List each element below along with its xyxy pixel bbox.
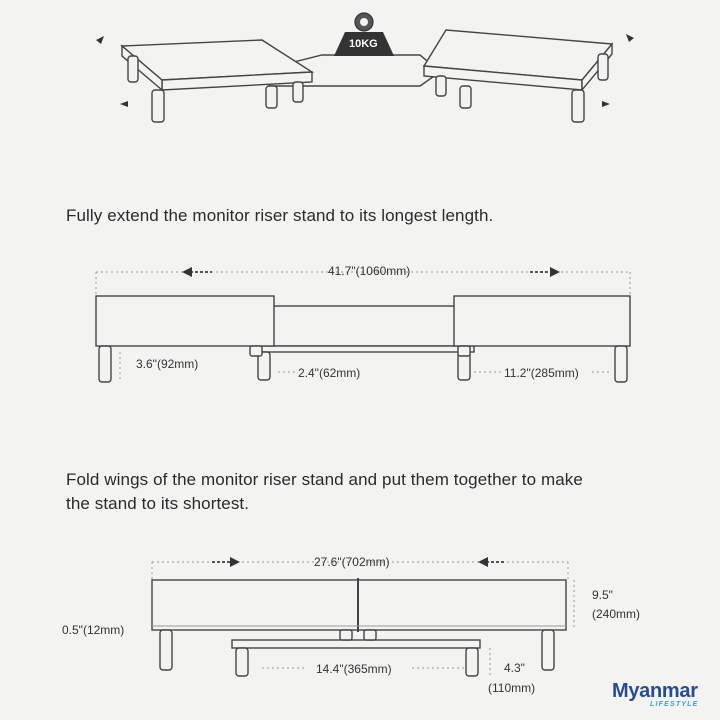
folded-leg-3 — [465, 647, 479, 677]
right-wing-leg-b — [457, 345, 471, 357]
brand-logo: Myanmar LIFESTYLE — [612, 680, 712, 716]
center-leg-left — [265, 85, 278, 109]
folded-leg-2 — [235, 647, 249, 677]
folded-base — [231, 639, 481, 649]
weight-label: 10KG — [349, 38, 378, 50]
extended-total-length: 41.7"(1060mm) — [328, 264, 411, 278]
middle-height: 2.4"(62mm) — [298, 366, 361, 380]
weight-icon — [334, 12, 394, 56]
arrow-bottom-left — [120, 101, 128, 107]
middle-leg-left — [257, 351, 271, 381]
folded-leg-height-in: 4.3" — [504, 661, 525, 675]
folded-leg-1 — [159, 629, 173, 671]
extended-stand-figure — [95, 267, 631, 383]
folded-left-wing — [151, 579, 359, 631]
left-wing-leg-a — [98, 345, 112, 383]
folded-right-wing — [357, 579, 567, 631]
right-wing-leg-3 — [597, 53, 609, 81]
left-wing-leg-b — [249, 345, 263, 357]
folded-leg-4 — [541, 629, 555, 671]
right-wing-leg-a — [614, 345, 628, 383]
logo-sub-text: LIFESTYLE — [650, 701, 699, 708]
folded-leg-height-mm: (110mm) — [488, 681, 536, 695]
extended-height: 3.6"(92mm) — [136, 357, 199, 371]
logo-main-text: Myanmar — [612, 680, 698, 702]
step1-caption: Fully extend the monitor riser stand to … — [66, 206, 494, 225]
folded-depth-mm: (240mm) — [592, 607, 641, 621]
arrow-right-icon — [530, 267, 560, 277]
arrow-top-left — [96, 36, 104, 44]
wing-width: 11.2"(285mm) — [504, 366, 579, 380]
arrow-left-icon — [182, 267, 212, 277]
center-leg-right — [459, 85, 472, 109]
left-wing — [95, 295, 275, 347]
top-perspective-figure — [96, 12, 634, 123]
arrow-top-right — [626, 34, 634, 42]
step2-caption-line2: the stand to its shortest. — [66, 494, 250, 513]
arrow-inward-left-icon — [212, 557, 240, 567]
folded-total-length: 27.6"(702mm) — [314, 555, 390, 569]
left-wing-leg-1 — [127, 55, 139, 83]
folded-thickness: 0.5"(12mm) — [62, 623, 125, 637]
arrow-bottom-right — [602, 101, 610, 107]
step2-caption-line1: Fold wings of the monitor riser stand an… — [66, 470, 583, 489]
left-wing-leg-2 — [151, 89, 165, 123]
folded-base-length: 14.4"(365mm) — [316, 662, 392, 676]
right-wing — [453, 295, 631, 347]
folded-stand-figure — [151, 557, 575, 677]
middle-shelf — [271, 305, 457, 347]
right-wing-leg-1 — [435, 75, 447, 97]
arrow-inward-right-icon — [478, 557, 506, 567]
folded-depth-in: 9.5" — [592, 588, 613, 602]
right-wing-leg-2 — [571, 89, 585, 123]
left-wing-leg-3 — [292, 81, 304, 103]
